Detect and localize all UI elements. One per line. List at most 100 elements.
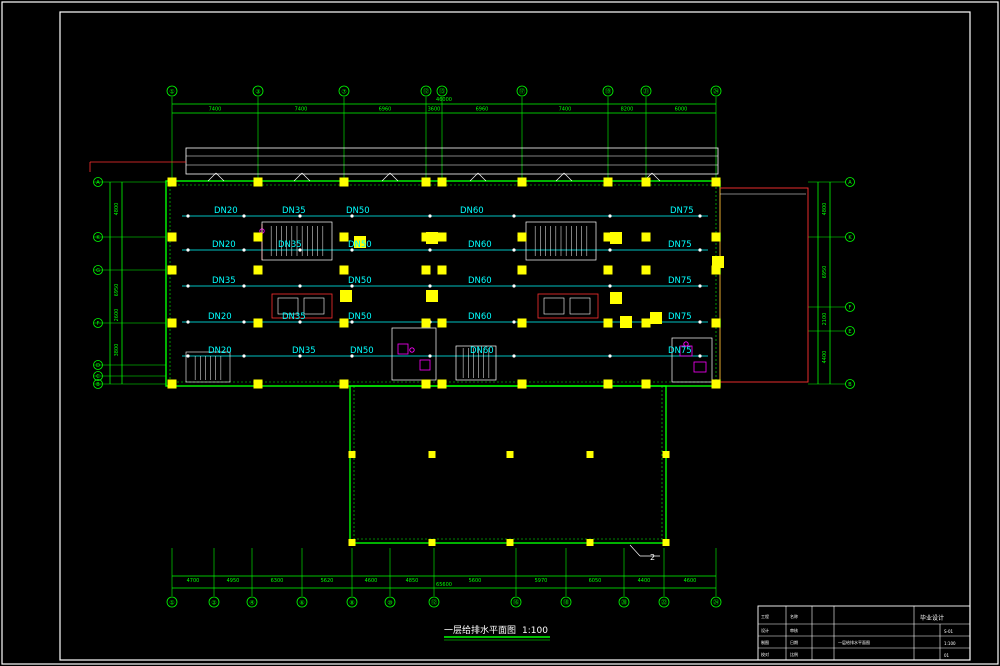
pipe-fixture: [698, 354, 702, 358]
left-grid-label: C: [96, 374, 100, 380]
column: [711, 265, 721, 275]
column: [167, 318, 177, 328]
restroom-core: [185, 327, 713, 383]
right-grid-bubble: [845, 326, 855, 336]
riser-marker: [409, 347, 415, 353]
title-block-label: 校对: [761, 651, 769, 657]
pipe-size-label: DN60: [460, 206, 484, 216]
pipe-fixture: [350, 214, 354, 218]
right-dim-label: 6950: [822, 266, 828, 279]
column: [421, 318, 431, 328]
title-block-label: 审核: [790, 627, 798, 633]
column: [610, 292, 622, 304]
right-grid-label: B: [848, 382, 852, 388]
pipe-fixture: [242, 320, 246, 324]
column: [711, 318, 721, 328]
column: [586, 451, 594, 458]
door: [207, 172, 225, 182]
title-block-label: 工程: [761, 613, 769, 619]
pipe-fixture: [428, 354, 432, 358]
stair-left: [261, 221, 333, 261]
right-grid-bubble: [845, 302, 855, 312]
column: [586, 539, 594, 546]
title-block-sheet-name: 一层给排水平面图: [838, 639, 870, 645]
left-grid-label: F: [97, 321, 100, 327]
right-grid-bubble: [845, 379, 855, 389]
title-block-label: 设计: [761, 627, 769, 633]
column: [712, 256, 724, 268]
pipe-size-label: DN60: [468, 276, 492, 286]
column: [253, 177, 263, 187]
right-grid-bubble: [845, 232, 855, 242]
pipe-size-label: DN60: [468, 312, 492, 322]
column: [421, 177, 431, 187]
column: [339, 177, 349, 187]
pipe-fixture: [350, 320, 354, 324]
top-dim-label: 6960: [379, 107, 392, 113]
bottom-grid-label: ㉒: [661, 599, 667, 607]
column: [339, 318, 349, 328]
column: [711, 379, 721, 389]
pipe-fixture: [242, 284, 246, 288]
bottom-dim-label: 4600: [365, 578, 378, 584]
right-grid-label: A: [848, 180, 852, 186]
column: [348, 451, 356, 458]
bottom-dim-label: 4850: [406, 578, 419, 584]
pipe-size-label: DN20: [214, 206, 238, 216]
column: [662, 539, 670, 546]
right-dim-label: 2100: [822, 313, 828, 326]
left-grid-label: B: [96, 382, 100, 388]
bottom-grid-bubble: [384, 596, 396, 608]
bottom-dim-label: 4950: [227, 578, 240, 584]
column: [339, 265, 349, 275]
door: [555, 172, 573, 182]
left-grid-label: A: [96, 180, 100, 186]
pipe-fixture: [698, 284, 702, 288]
pipe-fixture: [186, 284, 190, 288]
column: [437, 265, 447, 275]
bottom-grid-label: ⑱: [563, 599, 569, 607]
pipe-fixture: [512, 248, 516, 252]
top-grid-bubble: [252, 85, 264, 97]
column: [662, 451, 670, 458]
top-grid-bubble: [338, 85, 350, 97]
column: [167, 379, 177, 389]
bottom-dim-label: 5620: [321, 578, 334, 584]
pipe-fixture: [242, 354, 246, 358]
structural-columns: [167, 177, 724, 546]
pipe-fixture: [186, 248, 190, 252]
bottom-dim-label: 4400: [638, 578, 651, 584]
bottom-dim-label: 4700: [187, 578, 200, 584]
bottom-grid-label: ⑩: [387, 600, 392, 607]
top-total-dim: 46000: [436, 97, 452, 103]
bottom-grid-bubble: [346, 596, 358, 608]
top-grid-label: ⑦: [341, 89, 347, 96]
inner-sheet-border: [59, 11, 971, 661]
bottom-grid-bubble: [618, 596, 630, 608]
pipe-fixture: [698, 320, 702, 324]
column: [641, 318, 651, 328]
pipe-fixture: [512, 354, 516, 358]
column: [711, 177, 721, 187]
right-dim-label: 4400: [822, 351, 828, 364]
bottom-grid-label: ①: [169, 600, 174, 607]
top-grid-bubble: [710, 85, 722, 97]
pipe-size-label: DN35: [292, 346, 316, 356]
stair-right: [525, 221, 597, 261]
pipe-fixture: [186, 320, 190, 324]
column: [650, 312, 662, 324]
top-grid-label: ③: [255, 89, 260, 96]
column: [603, 265, 613, 275]
elevator-right: [537, 293, 599, 319]
column: [167, 232, 177, 242]
doors: [207, 172, 661, 182]
top-grid-label: ⑫: [423, 88, 429, 96]
right-dim-label: 4800: [822, 203, 828, 216]
pipe-size-label: DN50: [350, 346, 374, 356]
top-grid-label: ⑬: [439, 88, 445, 96]
pipe-size-label: DN50: [348, 312, 372, 322]
